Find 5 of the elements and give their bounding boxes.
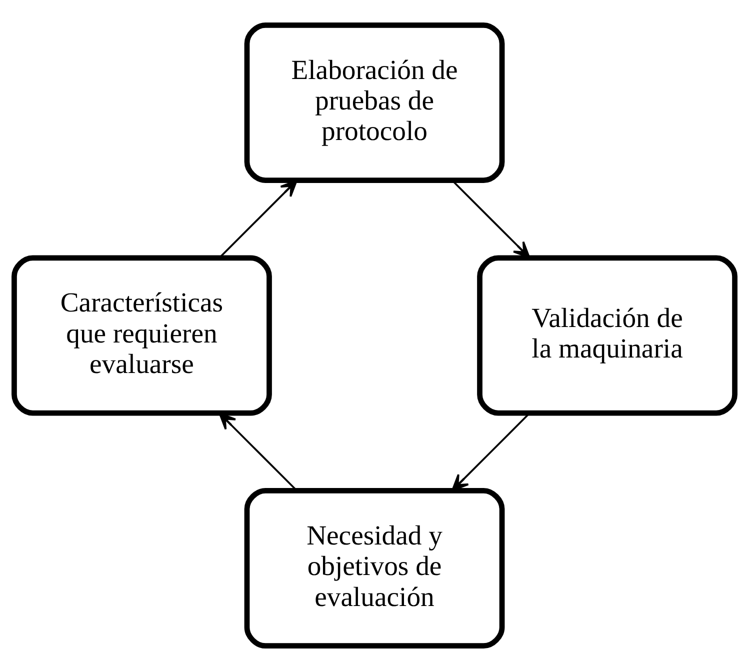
arrow bbox=[452, 412, 530, 491]
node-box: Características que requieren evaluarse bbox=[12, 254, 272, 416]
node-box: Validación de la maquinaria bbox=[477, 254, 738, 416]
node-box: Elaboración de pruebas de protocolo bbox=[244, 22, 505, 182]
node-box: Necesidad y objetivos de evaluación bbox=[244, 488, 505, 648]
